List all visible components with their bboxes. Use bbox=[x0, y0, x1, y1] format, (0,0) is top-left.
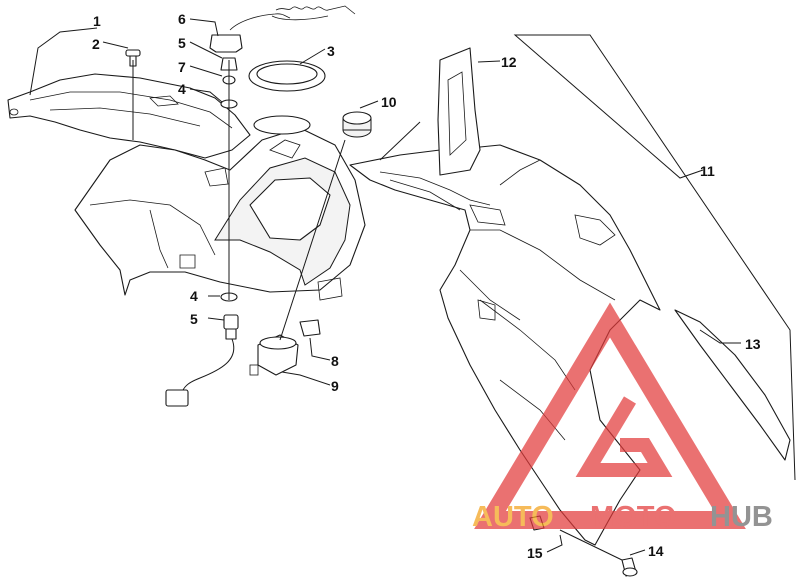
callout-9: 9 bbox=[331, 378, 339, 394]
part-8-clip bbox=[299, 319, 321, 337]
watermark-moto: MOTO bbox=[590, 501, 676, 533]
part-12-fin bbox=[437, 47, 481, 176]
callout-12: 12 bbox=[501, 54, 517, 70]
callout-14: 14 bbox=[648, 543, 664, 559]
part-headset-body bbox=[74, 115, 366, 301]
callout-5-lower: 5 bbox=[190, 311, 198, 327]
part-1-upper-cover bbox=[7, 73, 251, 159]
callout-7: 7 bbox=[178, 59, 186, 75]
part-13-windshield bbox=[674, 309, 791, 461]
callout-13: 13 bbox=[745, 336, 761, 352]
callout-8: 8 bbox=[331, 353, 339, 369]
part-14-screw bbox=[621, 557, 638, 577]
callout-6: 6 bbox=[178, 11, 186, 27]
callout-3: 3 bbox=[327, 43, 335, 59]
callout-5: 5 bbox=[178, 35, 186, 51]
part-5-sensor-lower bbox=[165, 314, 239, 407]
part-3-ring bbox=[248, 60, 326, 92]
watermark-auto: AUTO bbox=[472, 501, 554, 533]
callout-labels: 1 2 6 5 7 4 3 10 12 11 13 4 5 8 9 14 15 bbox=[92, 11, 761, 561]
callout-4-lower: 4 bbox=[190, 288, 198, 304]
callout-2: 2 bbox=[92, 36, 100, 52]
part-10-seal bbox=[342, 111, 372, 138]
callout-1: 1 bbox=[93, 13, 101, 29]
part-6-cap bbox=[209, 5, 356, 53]
watermark-hub: HUB bbox=[710, 501, 773, 533]
callout-10: 10 bbox=[381, 94, 397, 110]
leader-lines bbox=[29, 18, 796, 556]
part-11-front-shield bbox=[349, 144, 661, 546]
triangle-logo-icon bbox=[474, 302, 746, 529]
watermark: AUTO MOTO HUB bbox=[472, 302, 773, 533]
part-9-relay bbox=[249, 334, 299, 376]
callout-11: 11 bbox=[700, 163, 715, 179]
callout-4: 4 bbox=[178, 81, 186, 97]
callout-15: 15 bbox=[527, 545, 543, 561]
